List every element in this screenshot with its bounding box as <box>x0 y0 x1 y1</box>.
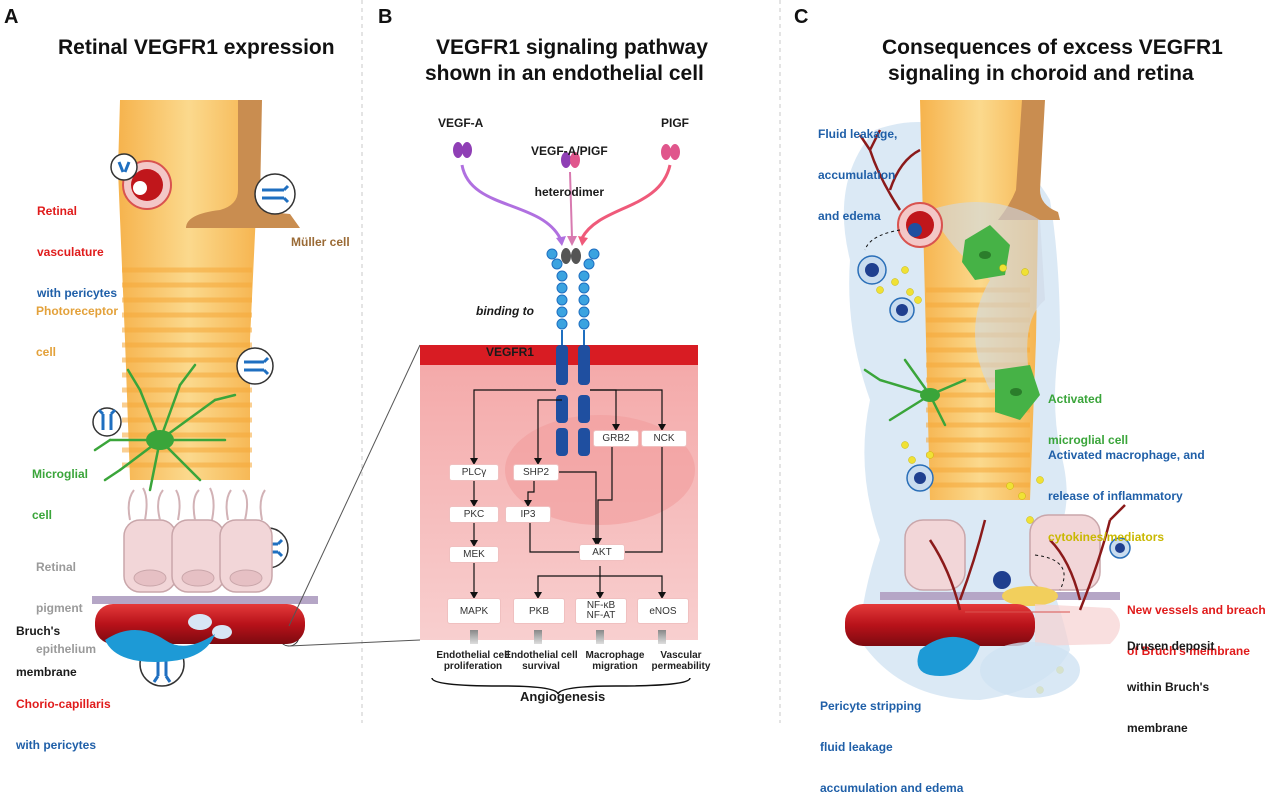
label-retinal-vasculature: Retinal vasculature with pericytes <box>37 203 118 301</box>
label-activated-macrophage: Activated macrophage, and release of inf… <box>1048 447 1205 545</box>
panel-b-title-1: VEGFR1 signaling pathway <box>436 36 708 59</box>
label-microglial: Microglial cell <box>32 466 89 522</box>
node-nfkb-nfat: NF-κB NF-AT <box>576 599 626 623</box>
ligand-heterodimer: VEGF-A/PIGF heterodimer <box>531 143 608 199</box>
panel-c-title-2: signaling in choroid and retina <box>888 62 1194 85</box>
label-choriocapillaris: Chorio-capillaris with pericytes <box>16 696 111 752</box>
node-enos: eNOS <box>638 599 688 623</box>
label-photoreceptor: Photoreceptor cell <box>36 303 119 359</box>
panel-a-letter: A <box>4 6 19 28</box>
panel-b-letter: B <box>378 6 393 28</box>
label-muller-cell: Müller cell <box>291 235 350 249</box>
label-new-vessels: New vessels and breach of Bruch's membra… <box>1127 602 1266 658</box>
label-drusen: Drusen deposit within Bruch's membrane <box>1127 638 1215 736</box>
label-fluid-leakage: Fluid leakage, accumulation and edema <box>818 126 898 224</box>
panel-a-graphics <box>92 100 421 687</box>
ligand-vegfa: VEGF-A <box>438 116 484 130</box>
figure-graphics <box>92 0 1131 723</box>
node-mapk: MAPK <box>448 599 500 623</box>
ligand-pigf: PIGF <box>661 116 690 130</box>
panel-c-title-1: Consequences of excess VEGFR1 <box>882 36 1223 59</box>
node-pkb: PKB <box>514 599 564 623</box>
panel-c-letter: C <box>794 6 809 28</box>
panel-a-title: Retinal VEGFR1 expression <box>58 36 335 59</box>
label-bruch: Bruch's membrane <box>16 623 77 679</box>
panel-b-title-2: shown in an endothelial cell <box>425 62 704 85</box>
label-pericyte-stripping: Pericyte stripping fluid leakage accumul… <box>820 698 964 796</box>
node-shp2: SHP2 <box>514 465 558 480</box>
node-pkc: PKC <box>450 507 498 522</box>
node-plcy: PLCγ <box>450 465 498 480</box>
node-ip3: IP3 <box>506 507 550 522</box>
panel-c-graphics <box>843 100 1131 700</box>
node-nck: NCK <box>642 431 686 446</box>
panel-b-graphics <box>420 142 698 695</box>
node-mek: MEK <box>450 547 498 562</box>
node-akt: AKT <box>580 545 624 560</box>
label-binding-vegfr1: binding to VEGFR1 <box>476 303 534 359</box>
label-angiogenesis: Angiogenesis <box>520 689 606 704</box>
node-grb2: GRB2 <box>594 431 638 446</box>
label-activated-microglia: Activated microglial cell <box>1048 391 1129 447</box>
label-rpe: Retinal pigment epithelium <box>36 559 97 657</box>
